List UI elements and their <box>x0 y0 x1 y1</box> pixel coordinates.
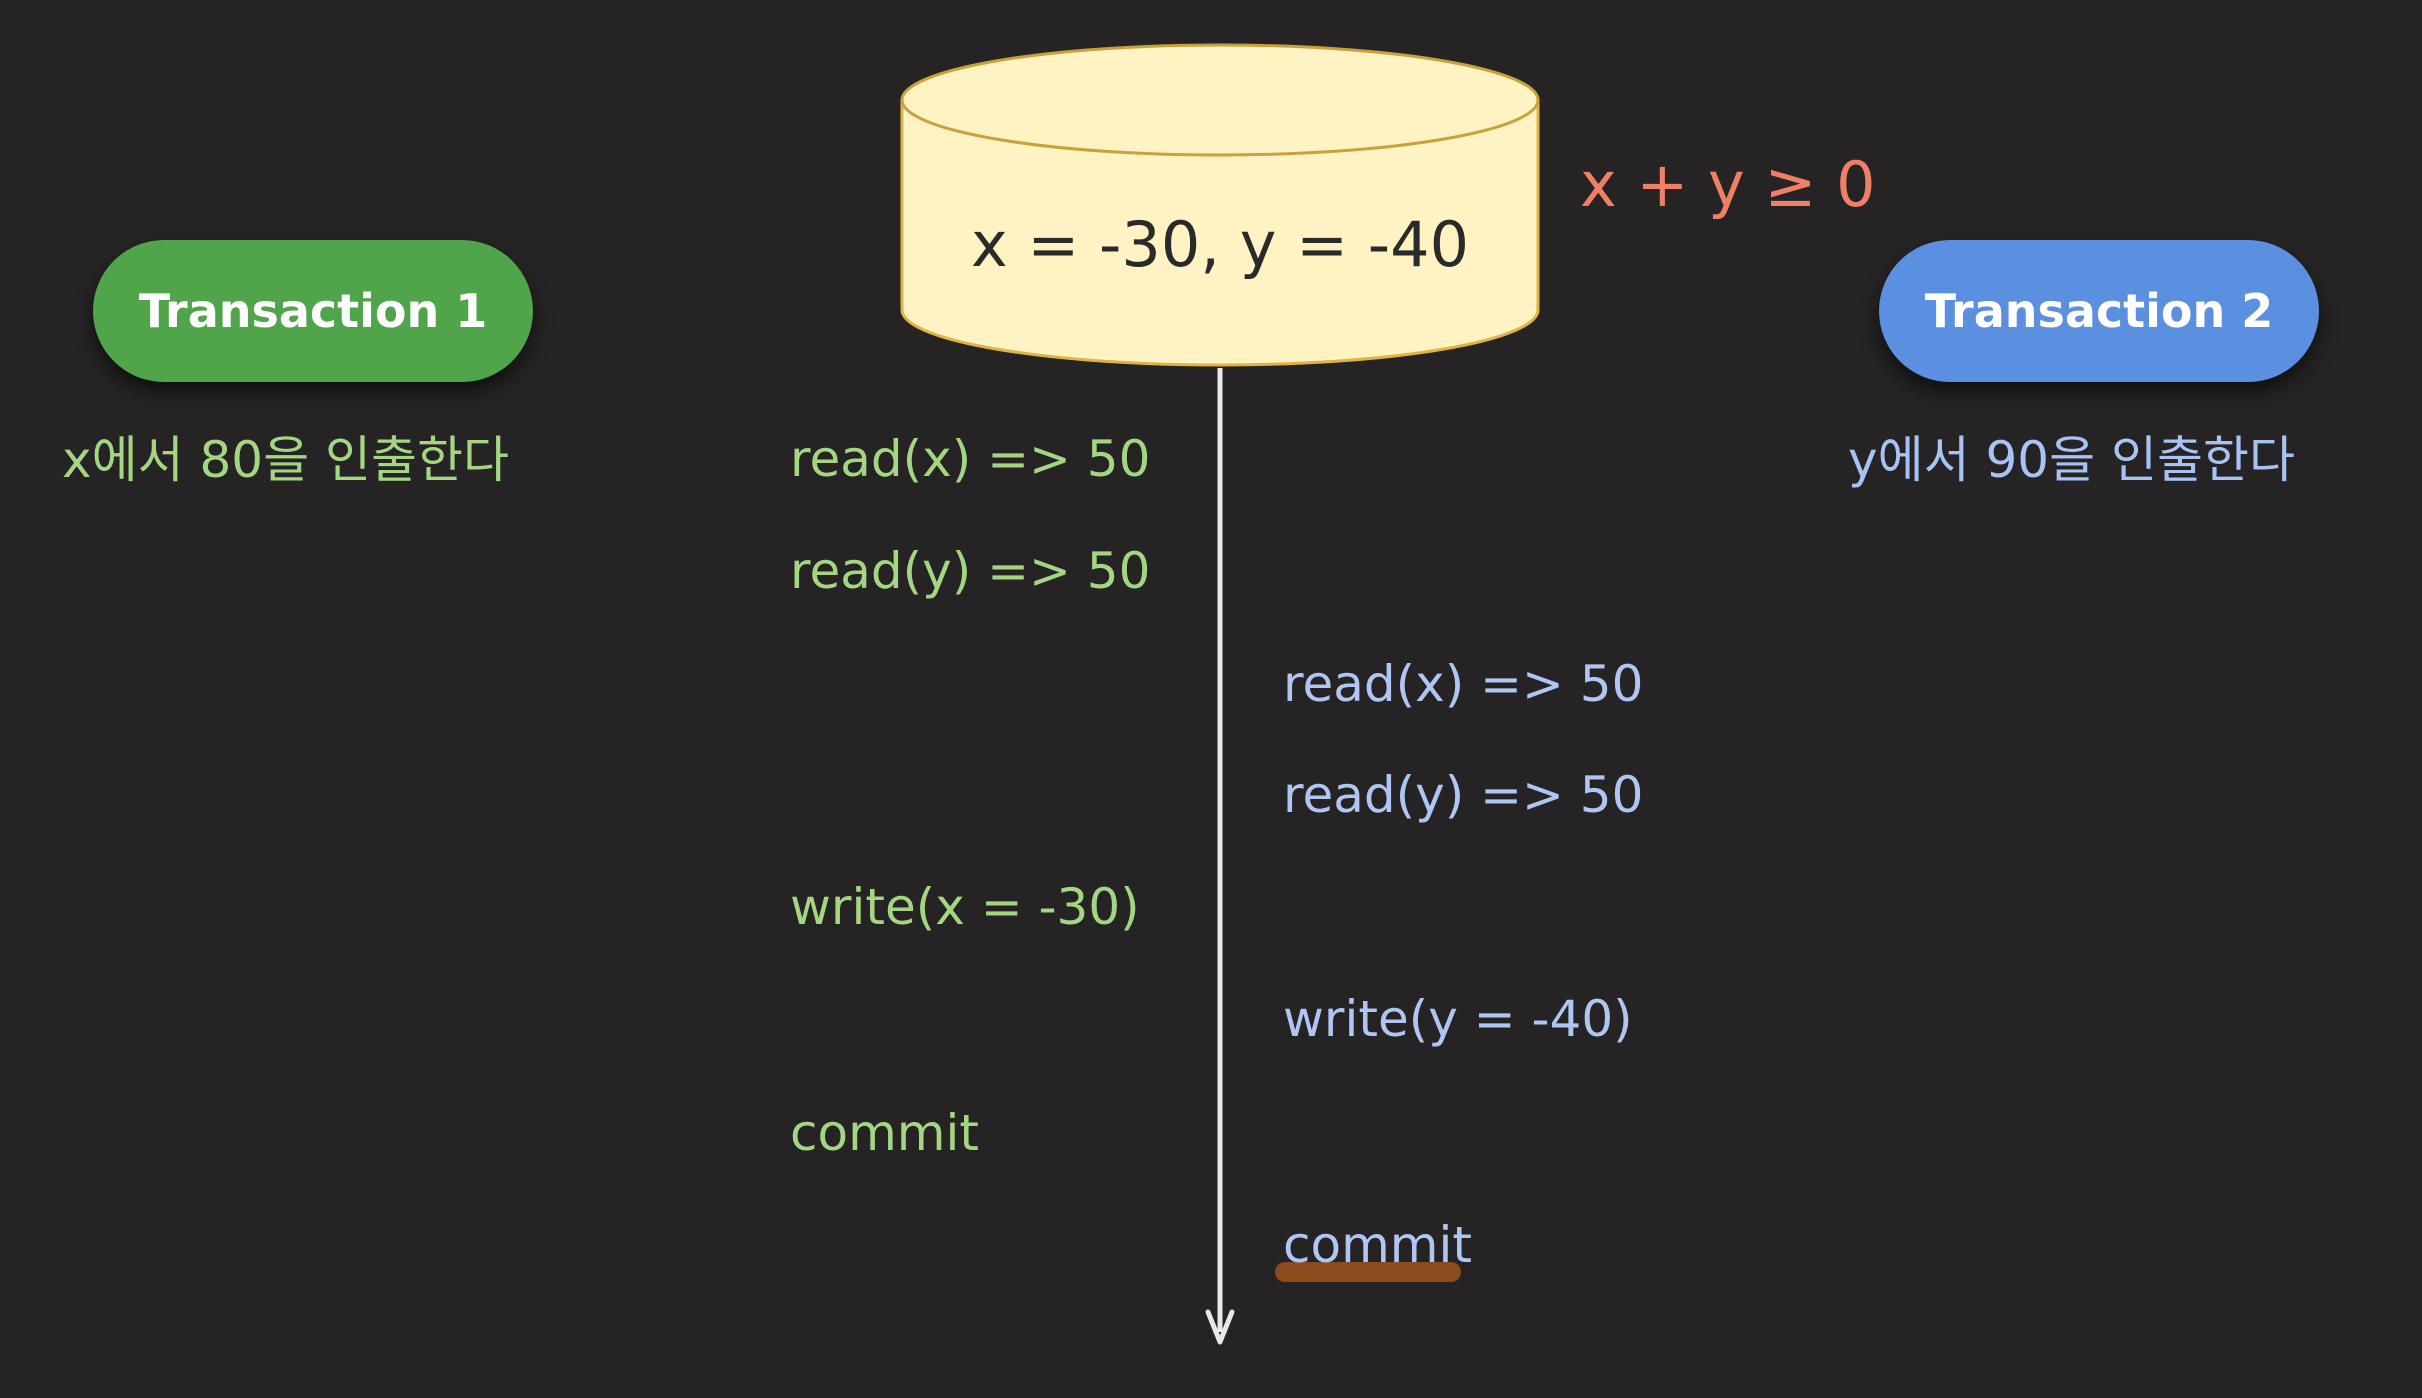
transaction-2-description: y에서 90을 인출한다 <box>1848 431 2295 489</box>
tx1-op-read-x: read(x) => 50 <box>790 430 1151 488</box>
transaction-2-badge: Transaction 2 <box>1879 240 2319 382</box>
database-state: x = -30, y = -40 <box>970 208 1470 281</box>
database-cylinder-icon <box>900 43 1540 367</box>
tx2-op-read-y: read(y) => 50 <box>1283 766 1644 824</box>
tx2-op-commit: commit <box>1283 1216 1472 1274</box>
transaction-1-badge: Transaction 1 <box>93 240 533 382</box>
tx1-op-write-x: write(x = -30) <box>790 878 1140 936</box>
constraint-label: x + y ≥ 0 <box>1580 148 1876 221</box>
tx2-op-write-y: write(y = -40) <box>1283 990 1633 1048</box>
transaction-1-description: x에서 80을 인출한다 <box>62 431 509 489</box>
tx2-op-read-x: read(x) => 50 <box>1283 655 1644 713</box>
timeline-arrow-icon <box>1205 368 1235 1345</box>
commit-highlight-underline <box>1275 1262 1461 1282</box>
tx1-op-read-y: read(y) => 50 <box>790 542 1151 600</box>
tx1-op-commit: commit <box>790 1104 979 1162</box>
